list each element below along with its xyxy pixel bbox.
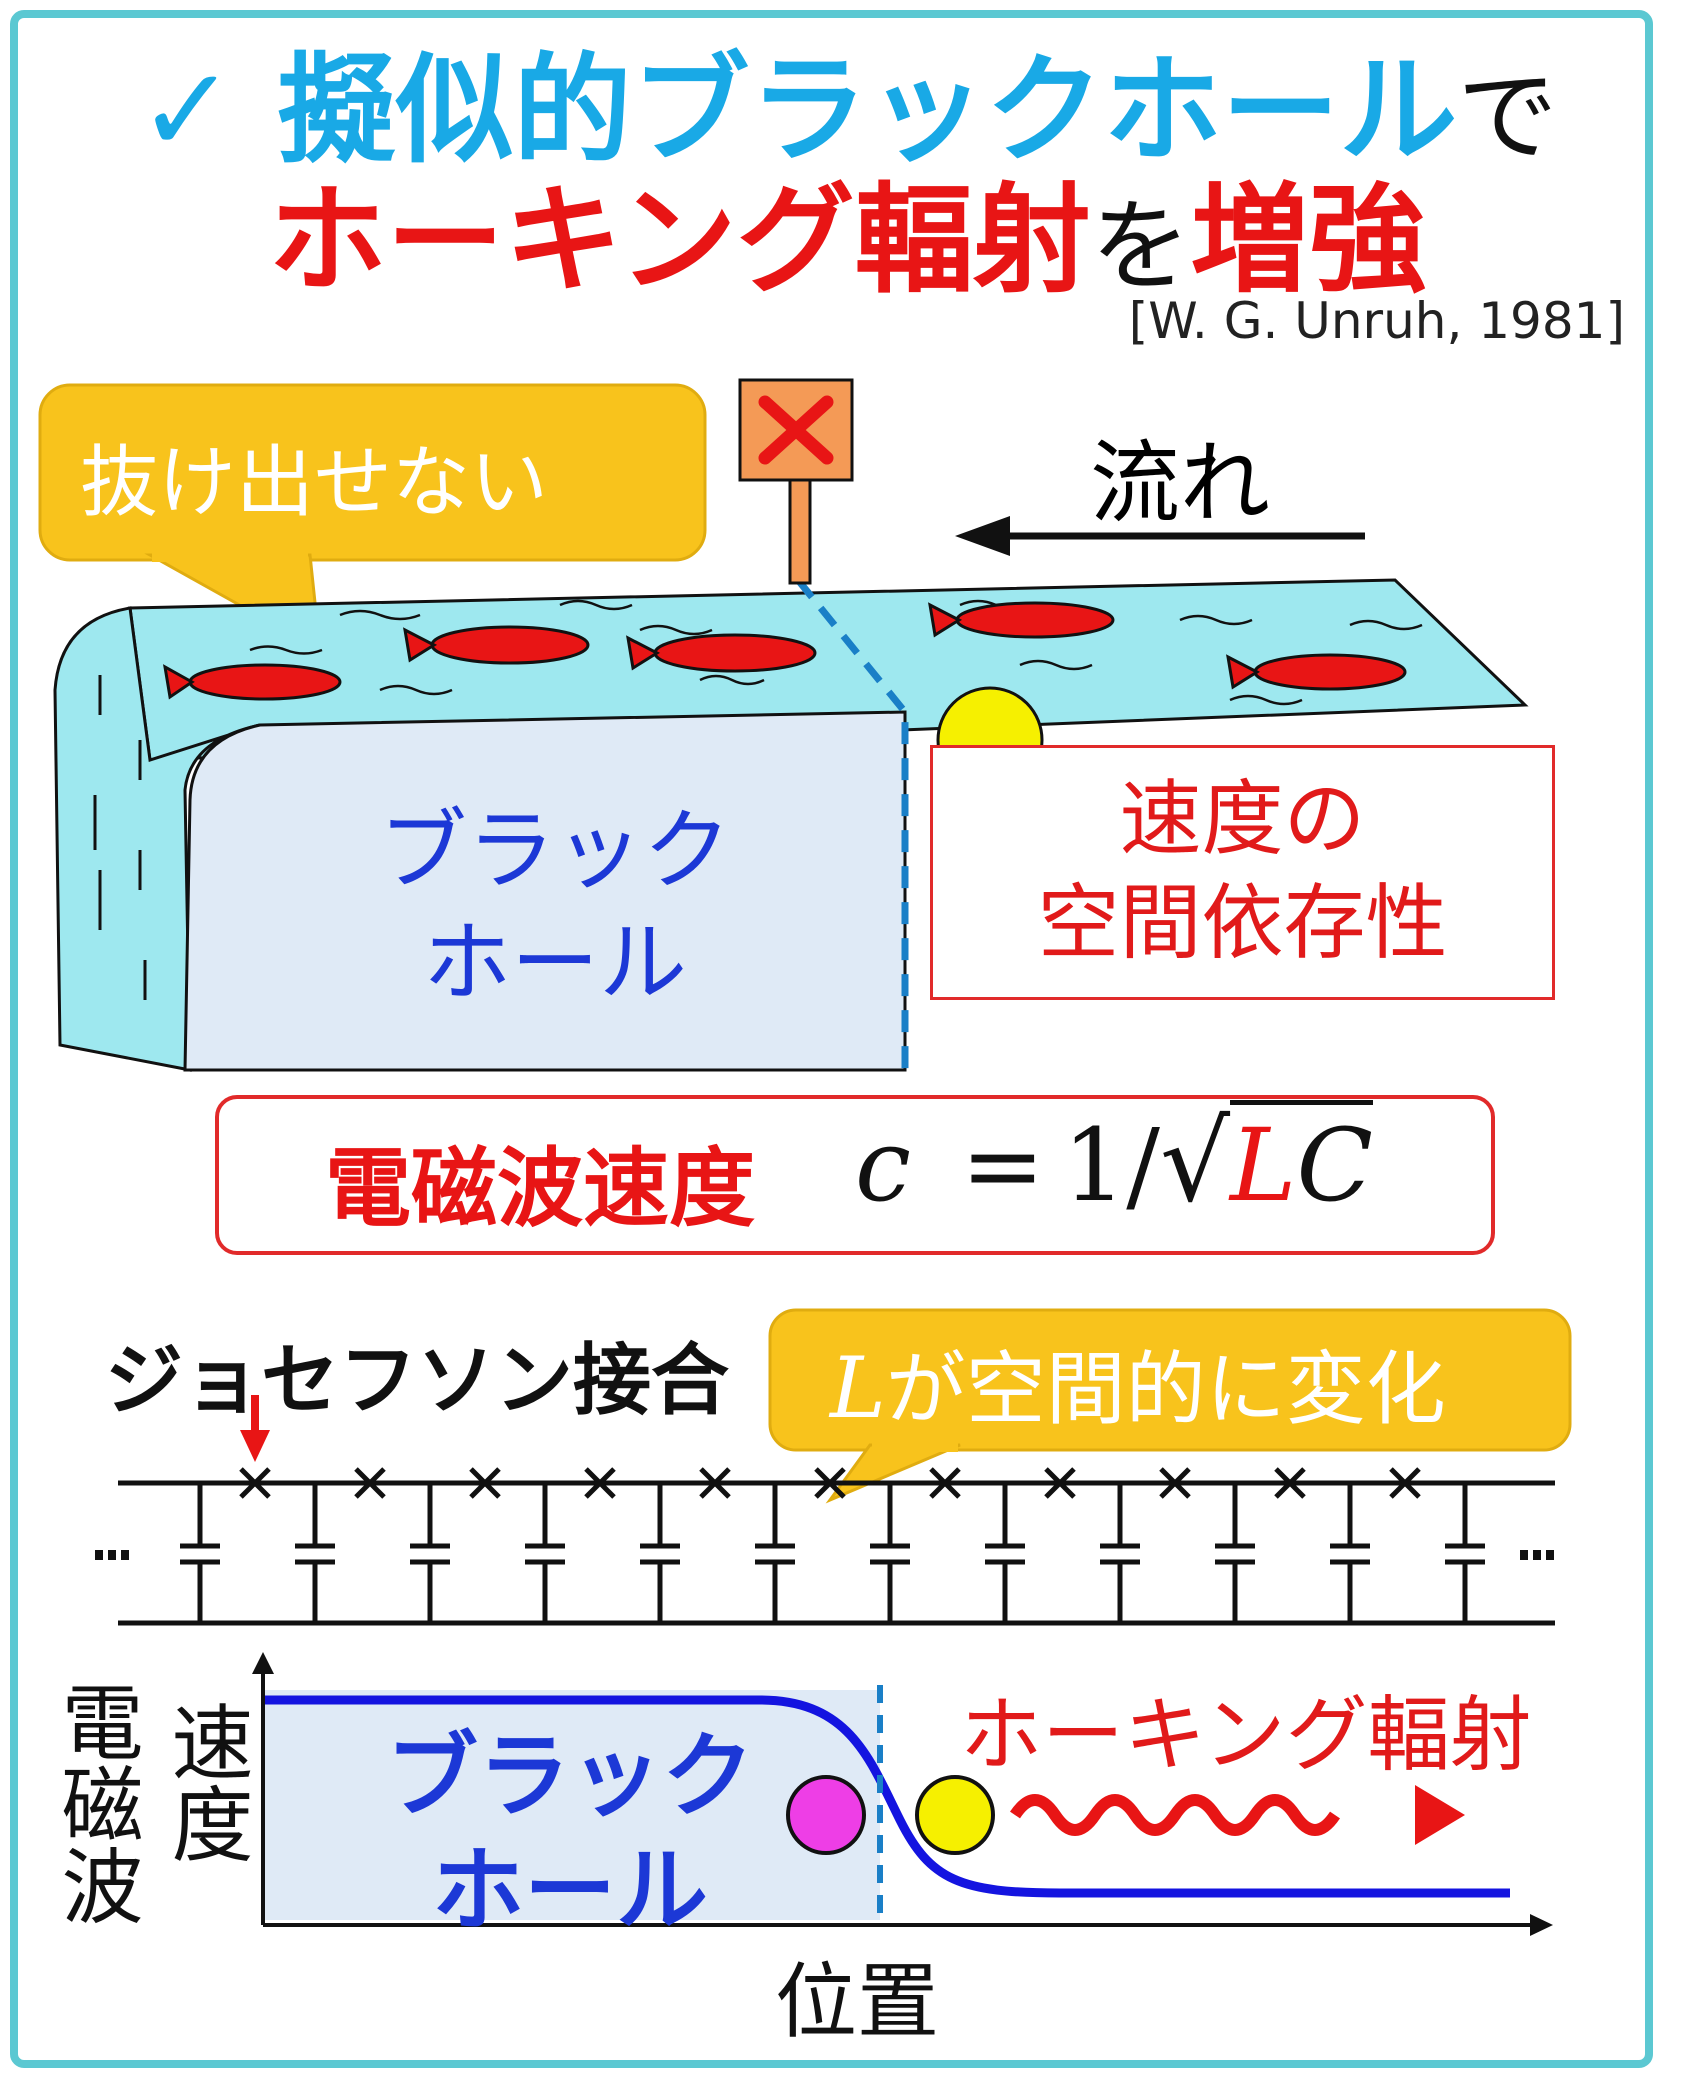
hawking-radiation-label: ホーキング輻射	[960, 1688, 1532, 1783]
ellipsis-left	[95, 1550, 129, 1560]
junction-pointer-arrow	[240, 1395, 270, 1462]
horizon-line	[795, 577, 909, 1075]
hawking-wave	[1010, 1794, 1340, 1836]
graph-bh-line1: ブラック	[385, 1723, 754, 1830]
particle-inside	[786, 1775, 866, 1855]
no-entry-sign	[738, 378, 854, 585]
callout-L-text: Lが空間的に変化	[830, 1325, 1446, 1441]
josephson-junction	[469, 1467, 501, 1499]
fish-1	[163, 663, 342, 701]
outer-frame	[10, 10, 1653, 2068]
particle-outside	[915, 1775, 995, 1855]
citation: [W. G. Unruh, 1981]	[1128, 292, 1625, 350]
capacitor	[295, 1483, 335, 1623]
fish-3	[626, 633, 817, 673]
josephson-junction	[1389, 1467, 1421, 1499]
graph-bh-line2: ホール	[431, 1837, 708, 1944]
capacitor	[180, 1483, 220, 1623]
josephson-junction	[929, 1467, 961, 1499]
black-hole-label-line2: ホール	[422, 911, 687, 1014]
josephson-junction	[1159, 1467, 1191, 1499]
capacitor	[1330, 1483, 1370, 1623]
fish-group	[163, 601, 1407, 701]
capacitor	[1445, 1483, 1485, 1623]
callout-cannot-escape: 抜け出せない	[80, 438, 549, 528]
title-wo: を	[1090, 188, 1191, 305]
callout-spatial-change: が空間的に変化	[885, 1343, 1446, 1436]
callout-L: L	[830, 1339, 886, 1437]
josephson-junction	[1044, 1467, 1076, 1499]
em-wave-speed-label: 電磁波速度	[325, 1139, 755, 1239]
josephson-junction	[584, 1467, 616, 1499]
fish-4	[928, 601, 1115, 639]
equation-box	[215, 1095, 1495, 1255]
title-line-2: ホーキング輻射を増強	[0, 170, 1695, 317]
callout-L-bubble	[768, 1308, 1572, 1504]
capacitor	[640, 1483, 680, 1623]
capacitor	[870, 1483, 910, 1623]
y-label-line2: 速度	[157, 1700, 252, 1864]
eq-C: C	[1296, 1107, 1373, 1224]
capacitor	[1215, 1483, 1255, 1623]
y-axis-label: 電磁波	[30, 1680, 142, 1926]
velocity-curve	[265, 1695, 1510, 1898]
circuit-elements	[180, 1467, 1485, 1623]
y-axis-label-2: 速度	[150, 1700, 252, 1864]
hawking-arrowhead	[1415, 1785, 1465, 1845]
josephson-junction	[1274, 1467, 1306, 1499]
velocity-line2: 空間依存性	[1037, 876, 1448, 971]
eq-one-over: 1/	[1062, 1107, 1160, 1224]
title-pseudo-black-hole: 擬似的ブラックホール	[277, 41, 1458, 179]
capacitor	[1100, 1483, 1140, 1623]
josephson-junction	[814, 1467, 846, 1499]
equation-formula: c =1/√LC	[855, 1098, 1373, 1226]
eq-sqrt: √	[1159, 1098, 1231, 1226]
title-hawking-radiation: ホーキング輻射	[268, 171, 1091, 309]
eq-L: L	[1230, 1107, 1297, 1224]
josephson-junction-label: ジョセフソン接合	[105, 1336, 730, 1426]
eq-c: c	[855, 1107, 912, 1224]
flow-arrow	[955, 516, 1365, 556]
black-hole-label-top: ブラック ホール	[330, 795, 780, 1019]
black-hole-block	[183, 710, 907, 1072]
eq-equals: =	[960, 1107, 1045, 1224]
velocity-dependence-box: 速度の 空間依存性	[930, 745, 1555, 1000]
graph-black-hole-label: ブラック ホール	[360, 1720, 780, 1948]
capacitor	[985, 1483, 1025, 1623]
flow-label: 流れ	[1090, 431, 1270, 536]
title-enhance: 増強	[1190, 171, 1427, 309]
graph-black-hole-region	[265, 1690, 880, 1920]
black-hole-label-line1: ブラック	[378, 799, 731, 902]
josephson-junction	[354, 1467, 386, 1499]
y-label-line1: 電磁波	[47, 1680, 142, 1926]
capacitor	[525, 1483, 565, 1623]
title-de: で	[1457, 58, 1558, 175]
title-line-1: ✓ 擬似的ブラックホールで	[0, 40, 1695, 187]
ellipsis-right	[1520, 1550, 1554, 1560]
waterfall-streaks	[93, 675, 147, 1000]
capacitor	[755, 1483, 795, 1623]
fish-5	[1226, 653, 1407, 691]
velocity-line1: 速度の	[1119, 772, 1366, 867]
check-icon: ✓	[137, 41, 237, 179]
josephson-junction	[239, 1467, 271, 1499]
x-axis-label: 位置	[775, 1955, 940, 2050]
josephson-junction	[699, 1467, 731, 1499]
fish-2	[403, 625, 590, 665]
capacitor	[410, 1483, 450, 1623]
